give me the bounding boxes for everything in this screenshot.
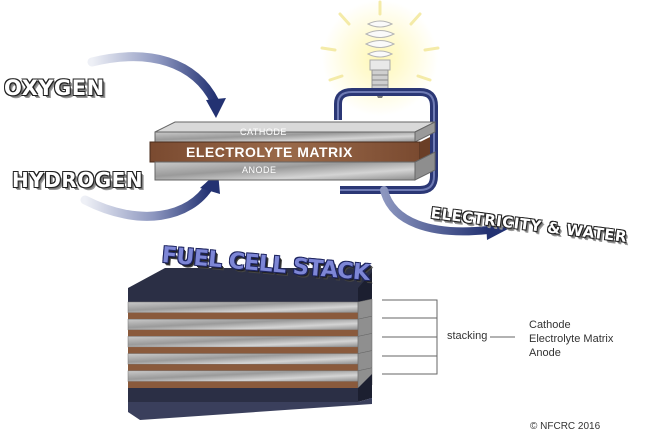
stacking-label: stacking [447, 330, 488, 342]
stack-electrolyte-layer [128, 329, 358, 337]
stack-electrode-layer [127, 353, 359, 365]
stack-electrode-layer [127, 301, 359, 313]
fuel-cell-single [149, 121, 436, 181]
hydrogen-label: HYDROGEN [12, 168, 144, 192]
copyright-text: © NFCRC 2016 [530, 421, 601, 432]
stack-electrolyte-layer [128, 312, 358, 320]
stack-electrode-layer [127, 336, 359, 348]
electrolyte-label: ELECTROLYTE MATRIX [186, 144, 353, 160]
oxygen-label: OXYGEN [4, 76, 105, 100]
legend-anode: Anode [529, 347, 561, 359]
stacking-bracket [382, 299, 515, 375]
stack-bottom-plate [128, 388, 358, 402]
anode-label: ANODE [242, 165, 277, 175]
legend-electrolyte: Electrolyte Matrix [529, 333, 614, 345]
oxygen-flow-arrow [87, 52, 226, 118]
stack-top-plate [128, 288, 358, 302]
circuit-loop [334, 88, 438, 194]
stack-layer-side [357, 333, 373, 354]
stack-layer-side [357, 315, 373, 337]
stack-electrode-layer [127, 370, 359, 382]
stack-layer-side [357, 298, 373, 320]
stack-layer-side [357, 350, 373, 372]
cathode-label: CATHODE [240, 127, 287, 137]
legend-cathode: Cathode [529, 319, 571, 331]
stack-electrode-layer [127, 318, 359, 331]
stack-layers [127, 298, 373, 389]
anode-layer [154, 161, 416, 181]
fuel-cell-stack [127, 268, 373, 420]
stack-electrolyte-layer [128, 347, 358, 354]
stack-electrolyte-layer [128, 364, 358, 371]
stack-electrolyte-layer [128, 381, 358, 388]
electricity-output-arrow [380, 186, 508, 240]
